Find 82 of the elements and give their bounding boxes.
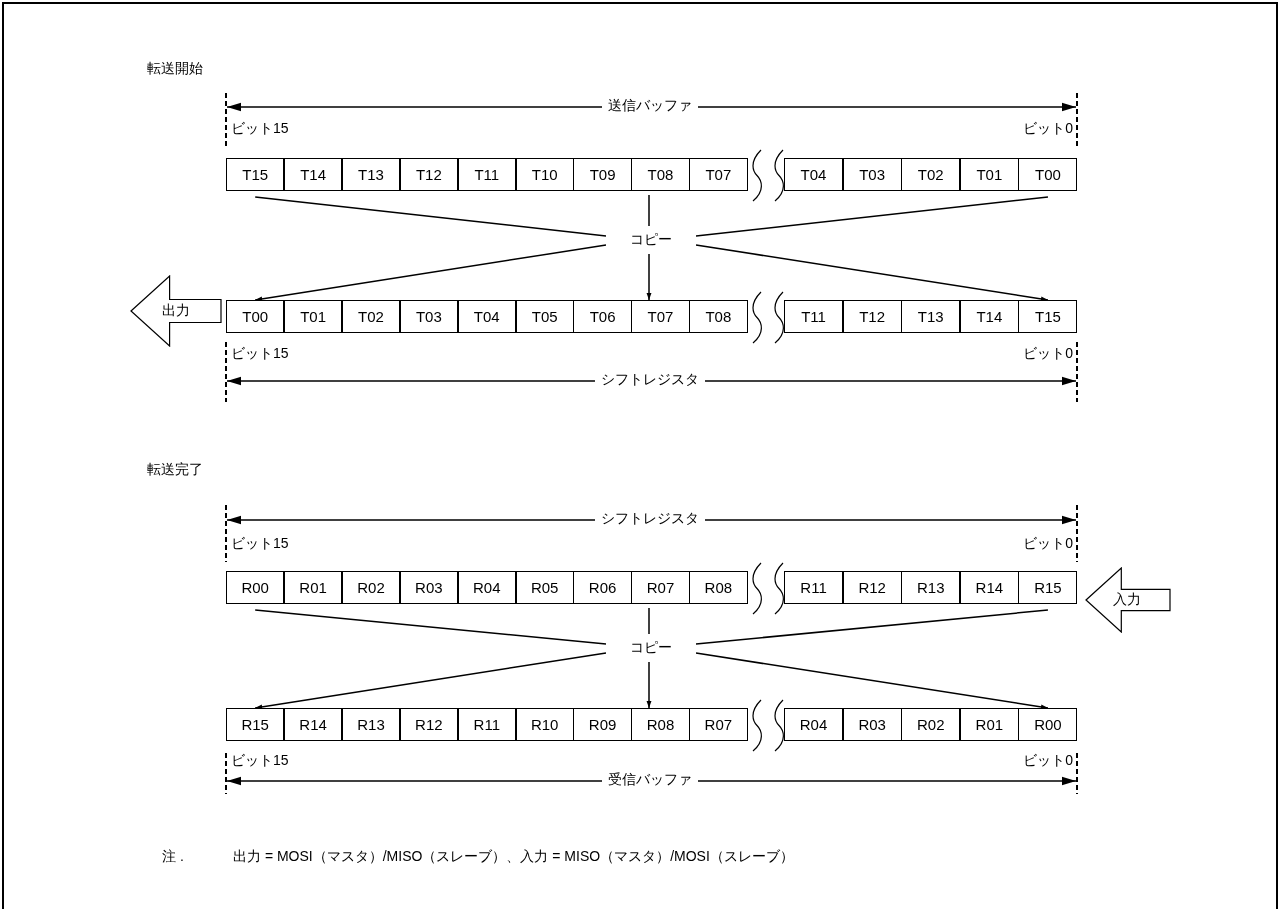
note-label: 注 . (162, 848, 184, 866)
register-cell: R13 (901, 571, 961, 604)
register-cell: T15 (1018, 300, 1078, 333)
dimension-label: 送信バッファ (602, 97, 698, 115)
register-cell: R08 (689, 571, 748, 604)
register-cell: R12 (399, 708, 459, 741)
register-cell: R10 (515, 708, 574, 741)
bit-label: ビット15 (231, 535, 289, 553)
register-cell: R12 (842, 571, 902, 604)
register-cell: T02 (341, 300, 401, 333)
register-cell: R11 (457, 708, 516, 741)
section-title: 転送開始 (147, 60, 203, 78)
register-cell: T13 (901, 300, 961, 333)
register-cell: R14 (959, 571, 1019, 604)
block-arrow (130, 275, 222, 347)
register-cell: R02 (901, 708, 961, 741)
register-cell: R00 (1018, 708, 1078, 741)
register-cell: R04 (457, 571, 516, 604)
register-cell: R03 (399, 571, 459, 604)
register-cell: R06 (573, 571, 632, 604)
arrow (254, 244, 607, 302)
register-cell: T14 (959, 300, 1019, 333)
register-cell: R02 (341, 571, 401, 604)
bit-label: ビット0 (1023, 752, 1073, 770)
arrow-label: 出力 (161, 302, 190, 320)
block-arrow (1085, 567, 1171, 633)
register-cell: T12 (399, 158, 459, 191)
register-cell: T04 (784, 158, 844, 191)
register-cell: R15 (226, 708, 285, 741)
register-cell: T14 (283, 158, 343, 191)
register-cell: R03 (842, 708, 902, 741)
register-cell: T12 (842, 300, 902, 333)
bit-label: ビット15 (231, 345, 289, 363)
register-cell: R07 (689, 708, 748, 741)
register-cell: R09 (573, 708, 632, 741)
bit-label: ビット0 (1023, 535, 1073, 553)
arrow (254, 652, 607, 710)
dimension-label: シフトレジスタ (595, 510, 705, 528)
arrow (695, 244, 1049, 302)
register-cell: T11 (784, 300, 844, 333)
register-cell: R05 (515, 571, 574, 604)
register-cell: T13 (341, 158, 401, 191)
register-cell: R14 (283, 708, 343, 741)
register-cell: T06 (573, 300, 632, 333)
register-cell: T09 (573, 158, 632, 191)
bit-label: ビット15 (231, 120, 289, 138)
register-cell: T01 (959, 158, 1019, 191)
register-cell: R04 (784, 708, 844, 741)
dimension-label: シフトレジスタ (595, 371, 705, 389)
bit-label: ビット0 (1023, 345, 1073, 363)
register-cell: R08 (631, 708, 690, 741)
register-cell: T07 (689, 158, 748, 191)
dimension-label: 受信バッファ (602, 771, 698, 789)
register-cell: R00 (226, 571, 285, 604)
register-cell: R11 (784, 571, 844, 604)
register-cell: T03 (842, 158, 902, 191)
register-cell: T04 (457, 300, 516, 333)
arrow (646, 661, 652, 709)
register-cell: T08 (689, 300, 748, 333)
arrow (695, 652, 1049, 710)
bit-label: ビット0 (1023, 120, 1073, 138)
register-cell: T15 (226, 158, 285, 191)
register-cell: T05 (515, 300, 574, 333)
register-cell: R01 (959, 708, 1019, 741)
register-cell: T08 (631, 158, 690, 191)
register-cell: T11 (457, 158, 516, 191)
register-cell: R13 (341, 708, 401, 741)
arrow-label: 入力 (1113, 591, 1142, 609)
register-cell: T07 (631, 300, 690, 333)
register-cell: R07 (631, 571, 690, 604)
register-cell: T02 (901, 158, 961, 191)
register-cell: T00 (226, 300, 285, 333)
section-title: 転送完了 (147, 461, 203, 479)
bit-label: ビット15 (231, 752, 289, 770)
register-cell: T01 (283, 300, 343, 333)
register-cell: T10 (515, 158, 574, 191)
note-text: 出力 = MOSI（マスタ）/MISO（スレーブ）、入力 = MISO（マスタ）/MOSI（スレーブ） (233, 848, 794, 866)
register-cell: R15 (1018, 571, 1078, 604)
register-cell: T03 (399, 300, 459, 333)
arrow (646, 253, 652, 301)
register-cell: R01 (283, 571, 343, 604)
register-cell: T00 (1018, 158, 1078, 191)
